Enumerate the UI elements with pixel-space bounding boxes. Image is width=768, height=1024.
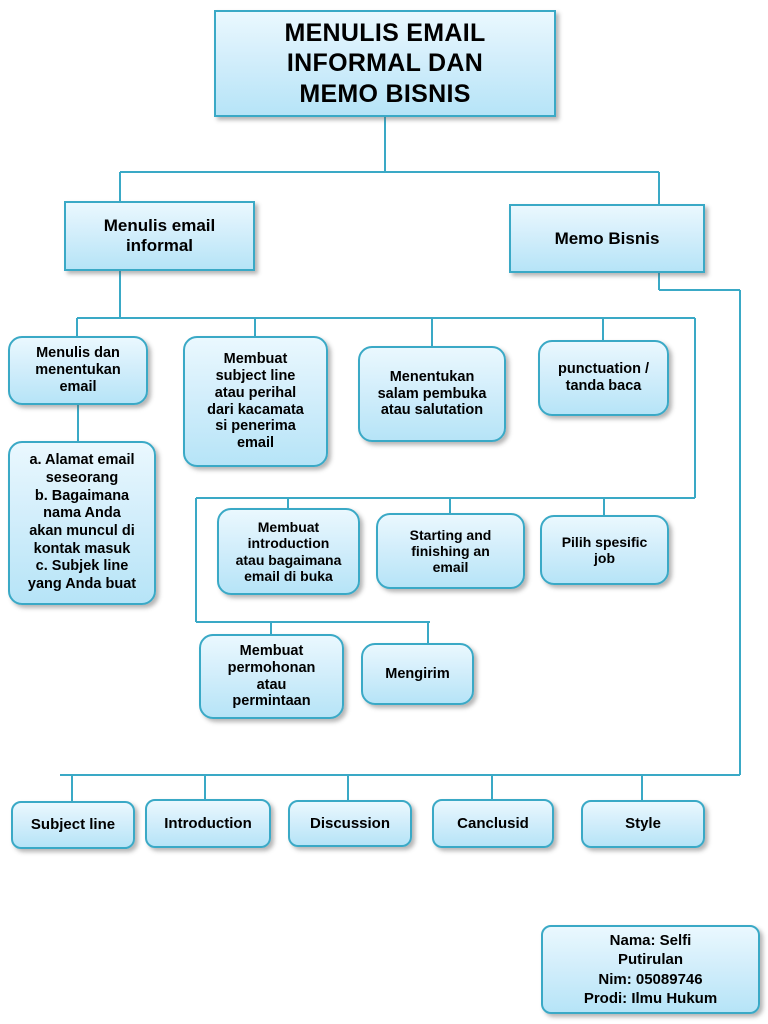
node-starting-finishing-email-label: Starting and finishing an email xyxy=(409,526,492,576)
node-punctuation-tanda-baca[interactable]: punctuation / tanda baca xyxy=(538,340,669,416)
node-menulis-dan-menentukan-email[interactable]: Menulis dan menentukan email xyxy=(8,336,148,405)
node-discussion[interactable]: Discussion xyxy=(288,800,412,847)
node-starting-finishing-email[interactable]: Starting and finishing an email xyxy=(376,513,525,589)
node-introduction-label: Introduction xyxy=(164,814,252,832)
signature-box[interactable]: Nama: Selfi Putirulan Nim: 05089746 Prod… xyxy=(541,925,760,1014)
node-canclusid-label: Canclusid xyxy=(457,814,529,832)
node-menulis-email-informal-label: Menulis email informal xyxy=(103,216,216,255)
node-membuat-permohonan-label: Membuat permohonan atau permintaan xyxy=(227,642,316,710)
node-membuat-permohonan[interactable]: Membuat permohonan atau permintaan xyxy=(199,634,344,719)
node-detail-list[interactable]: a. Alamat email seseorang b. Bagaimana n… xyxy=(8,441,156,605)
signature-text: Nama: Selfi Putirulan Nim: 05089746 Prod… xyxy=(583,932,718,1007)
node-membuat-subject-line[interactable]: Membuat subject line atau perihal dari k… xyxy=(183,336,328,467)
node-mengirim-label: Mengirim xyxy=(385,665,450,682)
node-menulis-dan-menentukan-email-label: Menulis dan menentukan email xyxy=(35,345,121,395)
node-canclusid[interactable]: Canclusid xyxy=(432,799,554,848)
node-introduction[interactable]: Introduction xyxy=(145,799,271,848)
node-menentukan-salam-pembuka-label: Menentukan salam pembuka atau salutation xyxy=(377,368,487,419)
node-pilih-spesific-job[interactable]: Pilih spesific job xyxy=(540,515,669,585)
node-memo-bisnis[interactable]: Memo Bisnis xyxy=(509,204,705,273)
node-title[interactable]: MENULIS EMAIL INFORMAL DAN MEMO BISNIS xyxy=(214,10,556,117)
node-subject-line[interactable]: Subject line xyxy=(11,801,135,849)
node-subject-line-label: Subject line xyxy=(30,816,116,834)
node-membuat-introduction[interactable]: Membuat introduction atau bagaimana emai… xyxy=(217,508,360,595)
node-style-label: Style xyxy=(625,815,661,833)
node-discussion-label: Discussion xyxy=(309,814,391,832)
node-menentukan-salam-pembuka[interactable]: Menentukan salam pembuka atau salutation xyxy=(358,346,506,442)
node-membuat-subject-line-label: Membuat subject line atau perihal dari k… xyxy=(207,351,304,452)
node-mengirim[interactable]: Mengirim xyxy=(361,643,474,705)
node-title-text: MENULIS EMAIL INFORMAL DAN MEMO BISNIS xyxy=(284,18,486,108)
node-membuat-introduction-label: Membuat introduction atau bagaimana emai… xyxy=(235,519,342,584)
node-detail-list-label: a. Alamat email seseorang b. Bagaimana n… xyxy=(27,452,137,593)
node-pilih-spesific-job-label: Pilih spesific job xyxy=(561,533,648,566)
node-style[interactable]: Style xyxy=(581,800,705,848)
node-punctuation-tanda-baca-label: punctuation / tanda baca xyxy=(557,361,649,394)
node-memo-bisnis-label: Memo Bisnis xyxy=(554,228,660,248)
node-menulis-email-informal[interactable]: Menulis email informal xyxy=(64,201,255,271)
